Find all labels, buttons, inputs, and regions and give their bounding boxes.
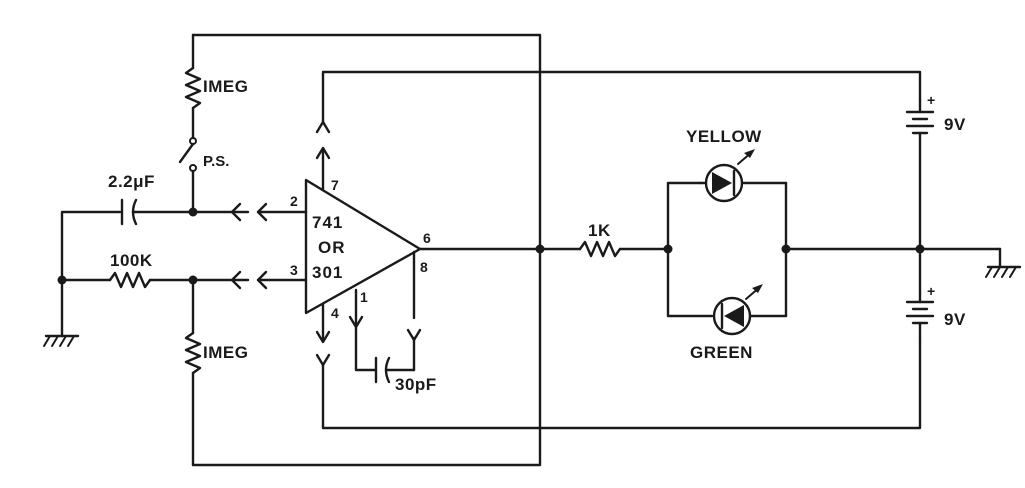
pin-7-label: 7 [331,177,339,193]
led-pair [666,149,1002,336]
bottom-battery-plus: + [927,283,935,299]
output-1k-resistor [578,240,622,258]
chip-label-301: 301 [312,263,343,282]
chip-label-or: OR [318,238,346,257]
green-led-label: GREEN [690,343,753,362]
top-resistor-label: IMEG [203,77,248,96]
bottom-battery-label: 9V [944,310,966,329]
switch-label: P.S. [203,153,229,170]
output-wire [418,240,673,258]
push-switch [178,142,195,164]
green-led [712,284,788,336]
compensation-capacitor-label: 30pF [395,375,437,394]
bottom-imeg-resistor [184,331,202,375]
top-battery-label: 9V [944,115,966,134]
input-resistor-branch [57,270,308,290]
left-ground-symbol [43,278,80,347]
chip-label-741: 741 [312,213,343,232]
pin4-supply-wire [315,302,922,430]
yellow-led-label: YELLOW [686,127,762,146]
output-resistor-label: 1K [588,221,611,240]
top-imeg-resistor [184,66,202,110]
compensation-network [348,250,422,384]
op-amp: 741 OR 301 [304,178,422,315]
bottom-battery [905,247,935,340]
pin-6-label: 6 [423,230,431,246]
top-resistor-branch [178,33,202,214]
input-capacitor-branch [60,198,308,282]
right-ground-symbol [985,247,1022,278]
yellow-led [698,149,788,203]
pin-1-label: 1 [360,289,368,305]
input-resistor-label: 100K [110,251,153,270]
bottom-resistor-label: IMEG [203,343,248,362]
bottom-resistor-branch [184,278,202,467]
top-battery [905,98,935,251]
input-100k-resistor [108,271,152,289]
pin7-supply-wire [315,70,922,192]
pin-2-label: 2 [290,193,298,209]
top-battery-plus: + [927,92,935,108]
pin-4-label: 4 [331,305,339,321]
pin-3-label: 3 [290,262,298,278]
input-capacitor-label: 2.2μF [108,172,155,191]
pin-8-label: 8 [420,259,428,275]
